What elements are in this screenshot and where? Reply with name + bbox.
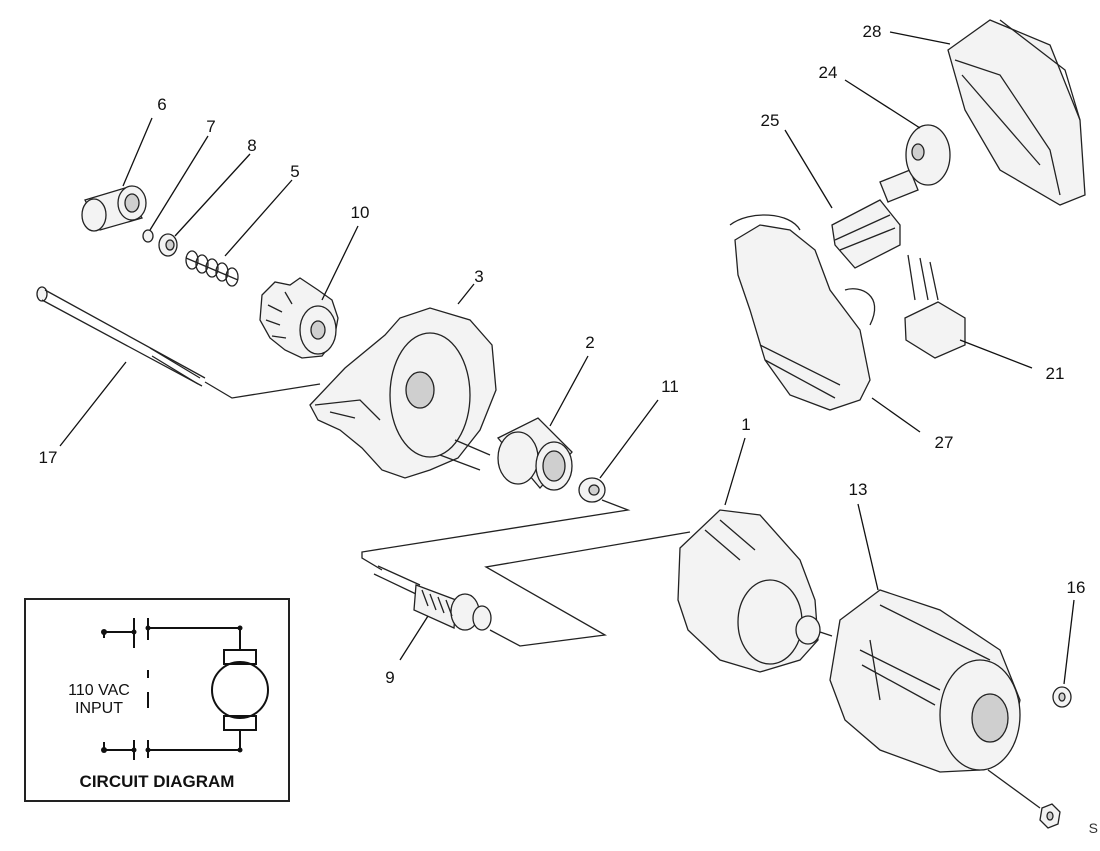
circuit-diagram-title: CIRCUIT DIAGRAM [79, 772, 235, 791]
label-part-16: 16 [1067, 578, 1086, 597]
circuit-diagram-box: 110 VAC INPUT CIRCUIT DIAGRAM [24, 598, 290, 802]
label-part-24: 24 [819, 63, 838, 82]
label-part-11: 11 [661, 377, 679, 396]
part-25-switch [831, 199, 901, 269]
label-part-25: 25 [761, 111, 780, 130]
label-part-3: 3 [474, 267, 483, 286]
part-11-bushing [578, 477, 606, 503]
label-part-17: 17 [39, 448, 58, 467]
leader-lines [59, 31, 1075, 685]
part-9-armature-shaft [373, 565, 492, 631]
part-28-cover-plate [947, 19, 1086, 206]
corner-mark: S [1088, 820, 1098, 836]
part-24-plunger [879, 124, 951, 203]
circuit-input-line1: 110 VAC [68, 682, 130, 699]
label-part-13: 13 [849, 480, 868, 499]
circuit-input-label: 110 VAC INPUT [54, 682, 144, 718]
part-5-spring [185, 250, 239, 287]
label-part-6: 6 [157, 95, 166, 114]
label-part-9: 9 [385, 668, 394, 687]
part-13-motor-housing [829, 589, 1021, 773]
part-21-terminal [904, 254, 966, 359]
shaft-link [819, 631, 833, 637]
label-part-5: 5 [290, 162, 299, 181]
part-7-washer [142, 229, 154, 243]
connector-line-a [361, 499, 631, 571]
connector-line-b [484, 531, 691, 647]
part-3-drive-housing [309, 307, 497, 479]
nut-lower [987, 769, 1061, 829]
part-16-nut-upper [1052, 686, 1072, 708]
label-part-2: 2 [585, 333, 594, 352]
part-6-cap [81, 185, 147, 232]
part-17-through-bolt [36, 286, 321, 399]
label-part-10: 10 [351, 203, 370, 222]
label-part-27: 27 [935, 433, 954, 452]
circuit-schematic [101, 618, 269, 760]
circuit-input-line2: INPUT [75, 700, 123, 717]
part-10-pinion-gear [259, 277, 339, 359]
label-part-7: 7 [206, 117, 215, 136]
part-27-solenoid-bracket [729, 214, 876, 411]
part-2-sleeve [496, 417, 573, 491]
label-part-21: 21 [1046, 364, 1065, 383]
label-part-28: 28 [863, 22, 882, 41]
label-part-8: 8 [247, 136, 256, 155]
label-part-1: 1 [741, 415, 750, 434]
part-1-field-frame [677, 509, 821, 673]
part-8-ring [158, 233, 178, 257]
